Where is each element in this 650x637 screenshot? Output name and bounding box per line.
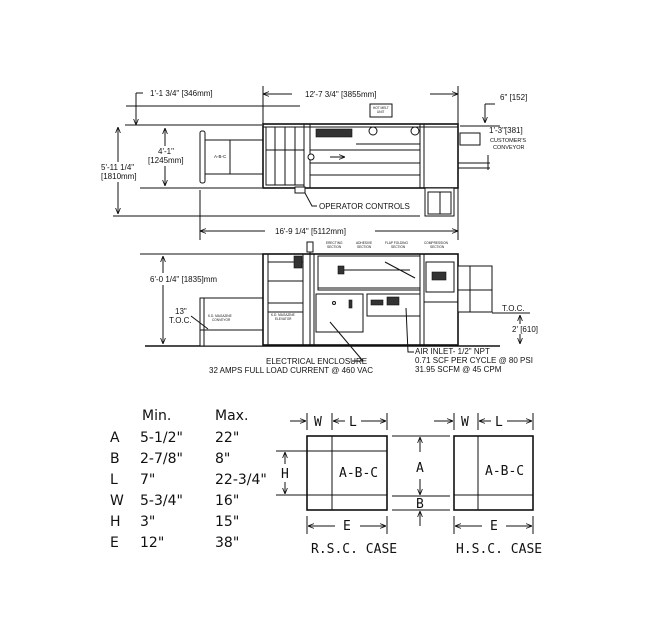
side_view-sections-2-1-text: SECTION	[391, 245, 406, 249]
cases-hsc-panel-text: A-B-C	[485, 464, 524, 479]
top_view-dim_length-text: 12'-7 3/4" [3855mm]	[305, 90, 377, 99]
size_table-rows-2-dim-text: L	[110, 472, 118, 488]
toc-left: 13" T.O.C.	[169, 307, 209, 330]
size_table-rows-4-max-text: 15"	[215, 514, 239, 530]
dim-right-offset: 6" [152] 1'-3"[381] CUSTOMER'S CONVEYOR	[460, 93, 527, 151]
size-table: Min. Max. A 5-1/2" 22" B 2-7/8" 8" L 7" 22-3/4…	[110, 408, 267, 551]
top_view-dim_width_inner-0-text: 4'-1"	[158, 147, 174, 156]
size_table-headers-0-text: Min.	[142, 408, 171, 424]
flap-dimensions: A B	[392, 435, 450, 526]
hsc-case: W L A-B-C E H.S.C. CASE	[434, 413, 542, 557]
cases-middle-b-text: B	[416, 497, 424, 512]
size_table-rows-5-dim-text: E	[110, 535, 119, 551]
side_view-kd_conveyor-1-text: CONVEYOR	[212, 318, 231, 322]
size_table-rows-2-min-text: 7"	[140, 472, 155, 488]
size_table-rows-2-max-text: 22-3/4"	[215, 472, 267, 488]
top_view-dim_overhang-text: 1'-1 3/4" [346mm]	[150, 89, 213, 98]
cases-rsc-w-text: W	[314, 415, 322, 430]
top_view-customer_conveyor-0-text: CUSTOMER'S	[490, 138, 526, 144]
table-row: H 3" 15"	[110, 514, 239, 530]
cases-hsc-e-text: E	[490, 519, 498, 534]
operator-controls-callout: OPERATOR CONTROLS	[304, 192, 410, 211]
dim-total-length: 16'-9 1/4" [5112mm]	[200, 227, 458, 236]
electrical-enclosure-callout: ELECTRICAL ENCLOSURE 32 AMPS FULL LOAD C…	[209, 321, 373, 375]
dim-width-inner: 4'-1" [1245mm]	[145, 128, 187, 186]
side_view-dim_toc_right-text: 2' [610]	[512, 325, 538, 334]
side_view-sections-3-0-text: COMPRESSION	[424, 241, 449, 245]
side_view-toc_left-0-text: 13"	[175, 307, 187, 316]
dim-overhang: 1'-1 3/4" [346mm]	[136, 89, 213, 125]
size_table-rows-0-min-text: 5-1/2"	[140, 430, 183, 446]
cases-hsc-label-text: H.S.C. CASE	[456, 542, 542, 557]
toc-right: T.O.C. 2' [610]	[492, 304, 538, 344]
top_view-hot_melt-0-text: HOT MELT	[373, 106, 389, 110]
section-labels: ERECTING SECTION ADHESIVE SECTION FLAP F…	[326, 241, 449, 249]
size_table-rows-1-max-text: 8"	[215, 451, 230, 467]
side_view-sections-1-0-text: ADHESIVE	[356, 241, 372, 245]
size_table-rows-1-dim-text: B	[110, 451, 120, 467]
top_view-customer_conveyor-1-text: CONVEYOR	[493, 145, 525, 151]
side_view-sections-1-1-text: SECTION	[357, 245, 372, 249]
size_table-rows-1-min-text: 2-7/8"	[140, 451, 183, 467]
size_table-headers-1-text: Max.	[215, 408, 248, 424]
cases-rsc-panel-text: A-B-C	[339, 466, 378, 481]
dim-height: 6'-0 1/4" [1835]mm	[150, 256, 250, 344]
dim-length: 12'-7 3/4" [3855mm]	[263, 90, 458, 99]
table-row: E 12" 38"	[110, 535, 239, 551]
top-view: 1'-1 3/4" [346mm] 12'-7 3/4" [3855mm] 6"…	[100, 86, 527, 240]
size_table-rows-5-max-text: 38"	[215, 535, 239, 551]
cases-rsc-l-text: L	[349, 415, 357, 430]
size_table-rows-3-min-text: 5-3/4"	[140, 493, 183, 509]
top_view-magazine_label-text: A-B-C	[214, 154, 227, 159]
side_view-dim_height-text: 6'-0 1/4" [1835]mm	[150, 275, 217, 284]
side_view-sections-0-0-text: ERECTING	[326, 241, 343, 245]
side_view-air-1-text: 0.71 SCF PER CYCLE @ 80 PSI	[415, 356, 533, 365]
table-row: L 7" 22-3/4"	[110, 472, 267, 488]
air-inlet-callout: AIR INLET- 1/2" NPT 0.71 SCF PER CYCLE @…	[405, 307, 533, 374]
side_view-toc_right-text: T.O.C.	[502, 304, 525, 313]
cases-middle-a-text: A	[416, 461, 424, 476]
cases-rsc-h-text: H	[281, 467, 289, 482]
machine-top: A-B-C HOT MELT UNIT	[199, 103, 490, 217]
size_table-rows-4-dim-text: H	[110, 514, 121, 530]
size_table-rows-4-min-text: 3"	[140, 514, 155, 530]
side_view-kd_conveyor-0-text: K.D. MAGAZINE	[208, 314, 232, 318]
side_view-toc_left-1-text: T.O.C.	[169, 316, 192, 325]
size_table-rows-0-dim-text: A	[110, 430, 120, 446]
top_view-dim_right_offset-text: 6" [152]	[500, 93, 527, 102]
size_table-rows-0-max-text: 22"	[215, 430, 239, 446]
top_view-dim_width_total-0-text: 5'-11 1/4"	[101, 163, 134, 172]
table-row: W 5-3/4" 16"	[110, 493, 239, 509]
side_view-electrical-0-text: ELECTRICAL ENCLOSURE	[266, 357, 367, 366]
top_view-dim_conveyor-text: 1'-3"[381]	[489, 126, 523, 135]
top_view-hot_melt-1-text: UNIT	[377, 110, 384, 114]
side_view-air-0-text: AIR INLET- 1/2" NPT	[415, 347, 490, 356]
size_table-rows-3-max-text: 16"	[215, 493, 239, 509]
size_table-rows-5-min-text: 12"	[140, 535, 164, 551]
cases-hsc-l-text: L	[495, 415, 503, 430]
side_view-electrical-1-text: 32 AMPS FULL LOAD CURRENT @ 460 VAC	[209, 366, 373, 375]
dim-width-total: 5'-11 1/4" [1810mm]	[100, 127, 140, 214]
rsc-case: W L H A-B-C E R.S.C. CASE	[276, 413, 397, 557]
side_view-kd_elevator-0-text: K.D. MAGAZINE	[271, 313, 295, 317]
top_view-dim_width_inner-1-text: [1245mm]	[148, 156, 184, 165]
cases-rsc-e-text: E	[343, 519, 351, 534]
cases-rsc-label-text: R.S.C. CASE	[311, 542, 397, 557]
size_table-rows-3-dim-text: W	[110, 493, 124, 509]
machine-side: K.D. MAGAZINE CONVEYOR K.D. MAGAZINE ELE…	[199, 241, 493, 347]
top_view-operator_controls-text: OPERATOR CONTROLS	[319, 202, 410, 211]
cases-hsc-w-text: W	[461, 415, 469, 430]
side-view: ERECTING SECTION ADHESIVE SECTION FLAP F…	[140, 241, 538, 375]
table-row: A 5-1/2" 22"	[110, 430, 239, 446]
side_view-sections-0-1-text: SECTION	[327, 245, 342, 249]
top_view-dim_total_length-text: 16'-9 1/4" [5112mm]	[275, 227, 346, 236]
table-row: B 2-7/8" 8"	[110, 451, 230, 467]
side_view-kd_elevator-1-text: ELEVATOR	[275, 317, 292, 321]
side_view-sections-3-1-text: SECTION	[430, 245, 445, 249]
side_view-air-2-text: 31.95 SCFM @ 45 CPM	[415, 365, 502, 374]
top_view-dim_width_total-1-text: [1810mm]	[101, 172, 137, 181]
side_view-sections-2-0-text: FLAP FOLDING	[385, 241, 408, 245]
